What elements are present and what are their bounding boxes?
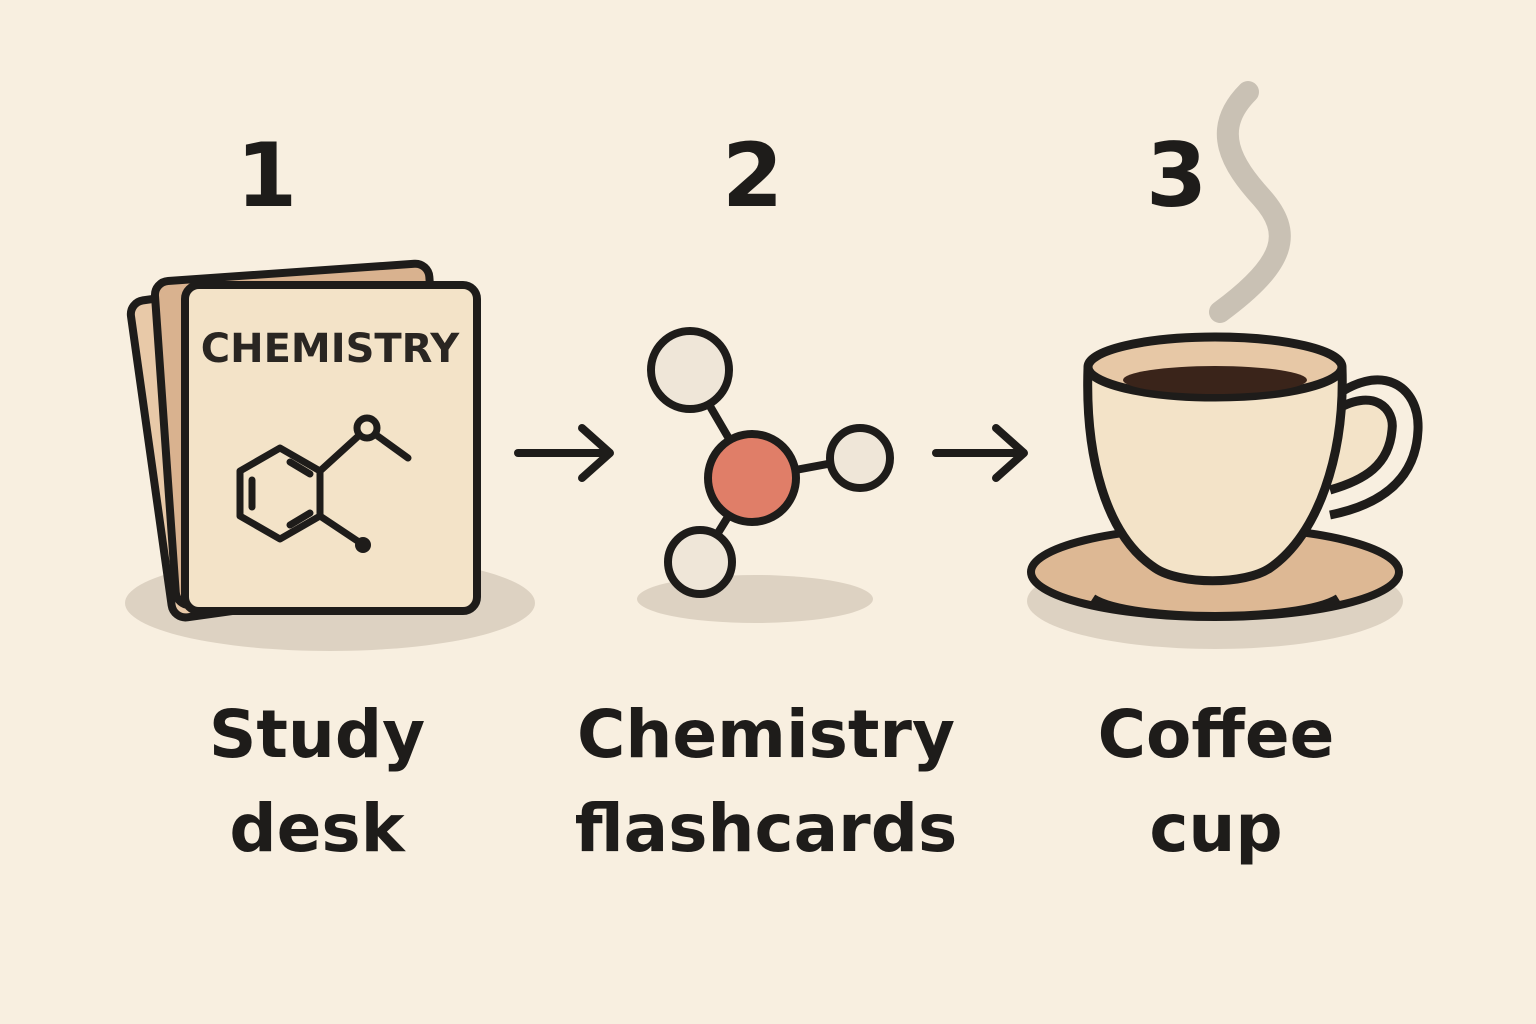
step-number-1: 1 (236, 124, 298, 227)
step-label-1-line1: Study (208, 696, 426, 773)
step-label-3-line1: Coffee (1097, 696, 1335, 773)
molecule-icon (637, 327, 894, 623)
arrow-right-icon (932, 424, 1028, 482)
step-label-3: Coffee cup (1006, 688, 1426, 876)
atom-bottom (664, 526, 736, 598)
atom-right (826, 424, 894, 492)
coffee-cup-icon (1027, 81, 1423, 649)
step-number-3: 3 (1146, 124, 1208, 227)
cup-body (1083, 363, 1347, 586)
step-label-2: Chemistry flashcards (556, 688, 976, 876)
atom-top (647, 327, 733, 413)
steam-icon (1209, 81, 1291, 323)
atom-center (704, 430, 800, 526)
arrow-right-icon (514, 424, 614, 482)
coffee-surface (1123, 366, 1307, 394)
step-label-2-line2: flashcards (574, 790, 958, 867)
saucer-rim (1090, 594, 1341, 620)
step-label-3-line2: cup (1149, 790, 1283, 867)
step-label-2-line1: Chemistry (577, 696, 955, 773)
step-label-1: Study desk (107, 688, 527, 876)
flashcards-icon (125, 259, 535, 651)
card-title: CHEMISTRY (200, 326, 460, 372)
step-number-2: 2 (722, 124, 784, 227)
benzene-structure-icon (236, 426, 412, 548)
step-label-1-line2: desk (229, 790, 405, 867)
